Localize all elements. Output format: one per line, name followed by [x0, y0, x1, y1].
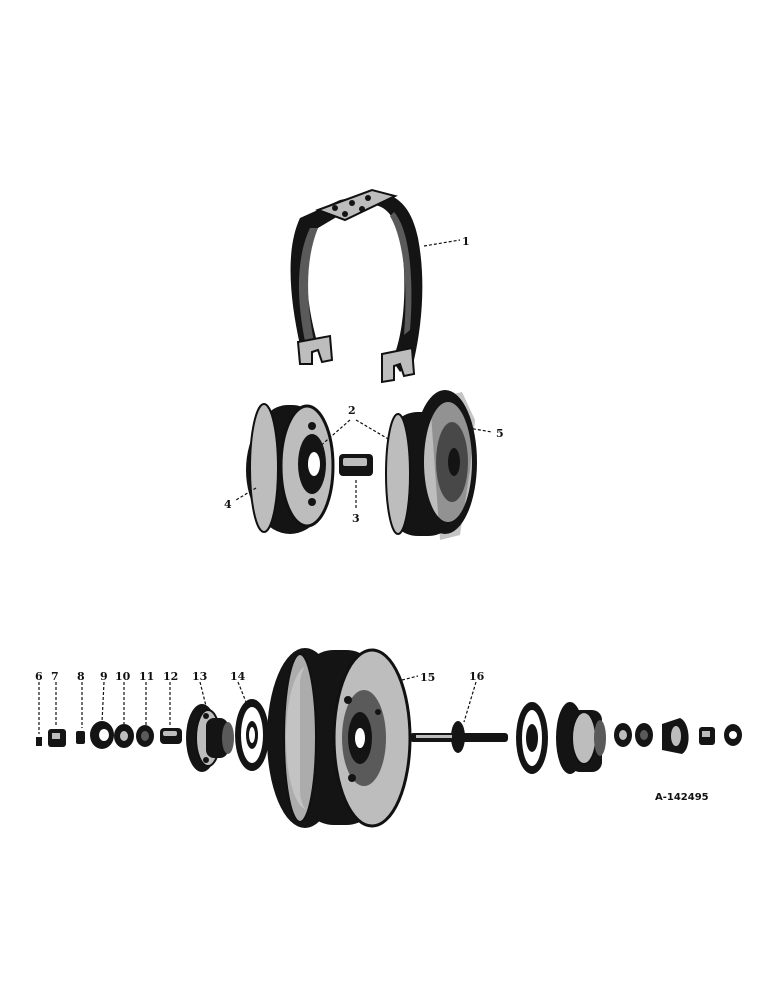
right-end-cap	[724, 724, 742, 746]
part-11-bearing	[136, 725, 154, 747]
right-hub	[556, 702, 606, 774]
leader-lines	[38, 239, 493, 734]
callout-16: 16	[469, 670, 485, 683]
callout-3: 3	[352, 512, 360, 525]
right-bearing-a	[614, 723, 632, 747]
callout-1: 1	[462, 235, 470, 248]
callout-7: 7	[51, 670, 59, 683]
callout-5: 5	[496, 427, 504, 440]
callout-6: 6	[35, 670, 43, 683]
right-cap	[662, 718, 689, 754]
callout-10: 10	[115, 670, 131, 683]
part-14-gasket	[235, 699, 269, 771]
part-8-washer	[76, 731, 85, 744]
callout-labels: 1 2 3 4 5 6 7 8 9 10 11 12 13 14 15 16	[35, 235, 504, 684]
right-nut	[699, 727, 715, 745]
wheel-left	[246, 403, 335, 534]
right-gasket	[516, 702, 548, 774]
callout-12: 12	[163, 670, 178, 683]
part-6-pin	[36, 737, 42, 746]
callout-8: 8	[77, 670, 85, 683]
part-12-spacer	[160, 728, 182, 744]
part-9-seal	[90, 721, 114, 749]
part-7-nut	[48, 729, 66, 747]
callout-4: 4	[224, 498, 232, 511]
callout-2: 2	[348, 404, 356, 417]
spacer	[339, 454, 373, 476]
part-16-axle	[410, 721, 508, 753]
wheel-right	[385, 390, 477, 540]
callout-13: 13	[192, 670, 207, 683]
part-10-cone	[114, 724, 134, 748]
part-15-wheel	[267, 648, 412, 828]
callout-9: 9	[100, 670, 108, 683]
fork-yoke	[290, 188, 423, 384]
callout-11: 11	[139, 670, 154, 683]
part-13-hub	[186, 704, 234, 772]
callout-14: 14	[230, 670, 246, 683]
figure-part-number: A-142495	[655, 792, 709, 803]
callout-15: 15	[420, 671, 435, 684]
right-bearing-b	[635, 723, 653, 747]
